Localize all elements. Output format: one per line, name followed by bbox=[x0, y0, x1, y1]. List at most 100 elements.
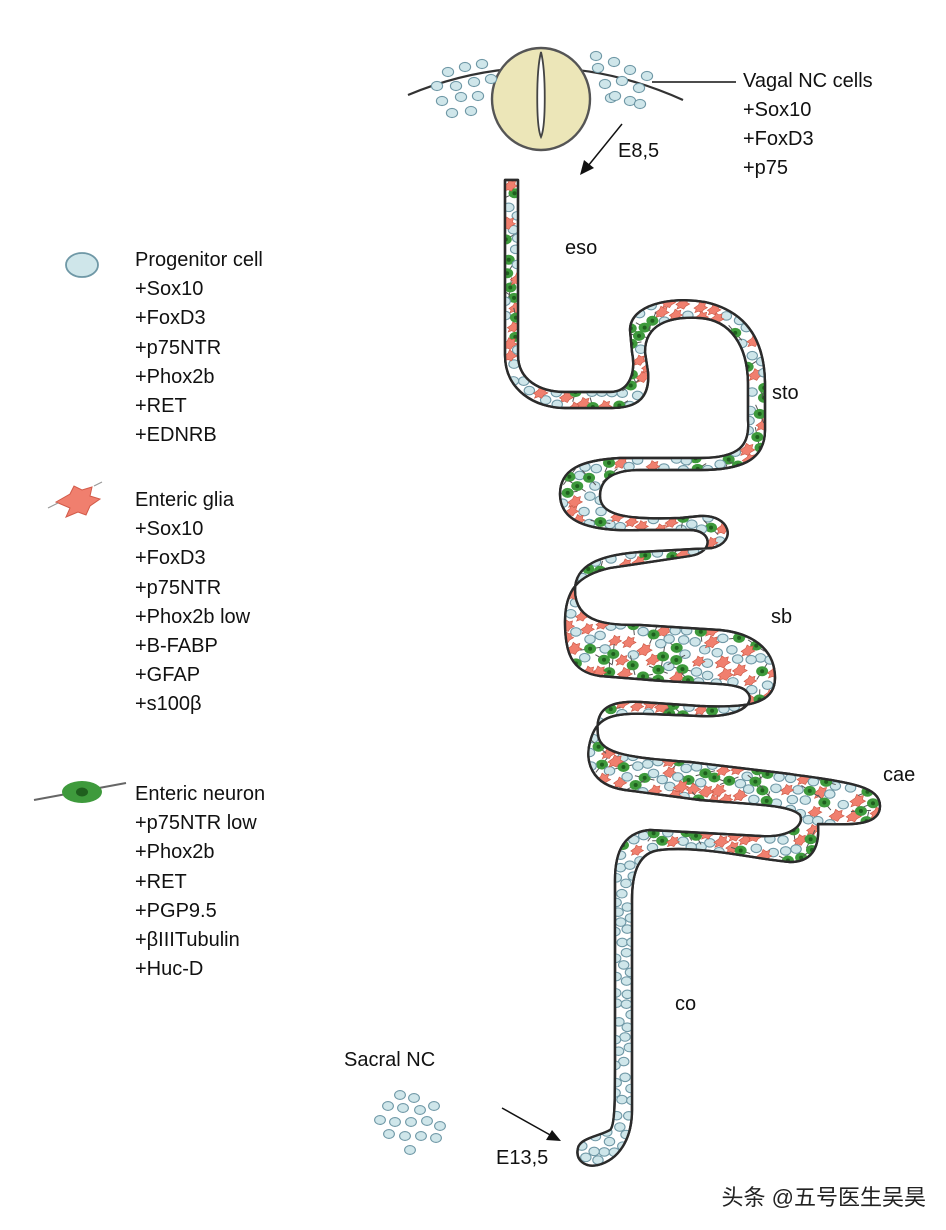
enteric-glia-cell bbox=[732, 788, 748, 802]
sacral-nc-cell bbox=[382, 1101, 394, 1111]
progenitor-cell bbox=[620, 999, 633, 1010]
sacral-nc-cell bbox=[374, 1115, 386, 1125]
glia-marker-list: +Sox10 +FoxD3 +p75NTR +Phox2b low +B-FAB… bbox=[135, 515, 250, 719]
progenitor-cell bbox=[824, 789, 836, 799]
progenitor-cell bbox=[603, 1136, 616, 1147]
progenitor-cell bbox=[598, 1147, 611, 1157]
vagal-nc-cell bbox=[591, 62, 605, 74]
neuron-marker-list: +p75NTR low +Phox2b +RET +PGP9.5 +βIIITu… bbox=[135, 809, 265, 984]
progenitor-marker: +FoxD3 bbox=[135, 307, 206, 330]
legend-progenitor-title: Progenitor cell bbox=[135, 249, 263, 271]
sacral-nc-cell bbox=[421, 1116, 433, 1126]
sacral-nc-cell bbox=[434, 1121, 446, 1131]
progenitor-cell bbox=[617, 960, 630, 970]
progenitor-cell bbox=[599, 644, 611, 654]
vagal-nc-cell bbox=[475, 58, 489, 70]
progenitor-cell bbox=[680, 763, 692, 774]
progenitor-cell bbox=[704, 837, 716, 848]
progenitor-cell bbox=[565, 608, 577, 619]
vagal-nc-cell bbox=[464, 105, 478, 117]
enteric-glia-cell bbox=[505, 216, 517, 230]
sacral-nc-cell bbox=[397, 1103, 409, 1113]
vagal-nc-cell bbox=[449, 80, 463, 92]
enteric-neuron-cell bbox=[657, 646, 670, 667]
progenitor-cell bbox=[610, 998, 623, 1008]
progenitor-marker-list: +Sox10 +FoxD3 +p75NTR +Phox2b +RET +EDNR… bbox=[135, 275, 263, 450]
enteric-glia-cell bbox=[780, 783, 795, 796]
progenitor-cell bbox=[663, 634, 675, 644]
enteric-neuron-cell bbox=[634, 772, 655, 783]
watermark-text: 头条 @五号医生吴昊 bbox=[721, 1185, 926, 1210]
sacral-nc-title: Sacral NC bbox=[344, 1049, 436, 1071]
enteric-neuron-cell bbox=[595, 756, 609, 773]
progenitor-cell bbox=[539, 395, 552, 405]
region-label-sb: sb bbox=[771, 606, 793, 628]
enteric-neuron-cell bbox=[505, 264, 514, 282]
vagal-marker: +Sox10 bbox=[743, 99, 812, 121]
progenitor-cell bbox=[610, 1077, 622, 1088]
progenitor-cell bbox=[619, 1032, 631, 1042]
progenitor-cell bbox=[746, 350, 758, 361]
progenitor-marker: +EDNRB bbox=[135, 424, 217, 447]
glia-marker: +p75NTR bbox=[135, 576, 222, 599]
progenitor-cell bbox=[620, 878, 632, 889]
enteric-neuron-cell bbox=[635, 322, 654, 333]
progenitor-cell bbox=[726, 644, 738, 655]
progenitor-cell bbox=[505, 202, 515, 213]
progenitor-cell bbox=[578, 652, 591, 663]
region-label-eso: eso bbox=[565, 237, 598, 259]
enteric-neuron-cell bbox=[703, 520, 719, 536]
progenitor-cell bbox=[790, 844, 802, 854]
progenitor-marker: +RET bbox=[135, 395, 187, 418]
enteric-neuron-cell bbox=[505, 277, 517, 298]
vagal-nc-cell bbox=[589, 50, 603, 62]
progenitor-cell-icon bbox=[65, 252, 99, 278]
enteric-glia-cell bbox=[621, 636, 637, 648]
progenitor-cell bbox=[619, 1072, 631, 1083]
enteric-neuron-cell bbox=[817, 794, 832, 811]
legend-neuron-title: Enteric neuron bbox=[135, 783, 266, 805]
progenitor-cell bbox=[655, 638, 667, 649]
vagal-stage-label: E8,5 bbox=[618, 140, 660, 162]
progenitor-cell bbox=[770, 783, 782, 794]
glia-marker: +Sox10 bbox=[135, 518, 204, 541]
enteric-glia-cell bbox=[740, 644, 756, 657]
vagal-marker: +p75 bbox=[743, 157, 789, 180]
enteric-glia-cell bbox=[608, 634, 623, 647]
progenitor-cell bbox=[570, 627, 582, 637]
progenitor-cell bbox=[595, 506, 607, 517]
progenitor-cell bbox=[761, 680, 774, 690]
progenitor-cell bbox=[746, 684, 758, 695]
enteric-glia-cell bbox=[849, 793, 867, 808]
enteric-neuron-cell bbox=[801, 784, 819, 797]
enteric-glia-cell bbox=[614, 654, 630, 666]
glia-marker: +GFAP bbox=[135, 664, 201, 687]
sacral-nc-cell bbox=[404, 1145, 416, 1155]
enteric-glia-cell bbox=[666, 835, 681, 848]
enteric-neuron-cell bbox=[646, 311, 659, 331]
sacral-nc-cell bbox=[383, 1129, 395, 1139]
progenitor-cell bbox=[686, 519, 698, 530]
enteric-neuron-cell bbox=[580, 643, 601, 654]
enteric-glia-cell bbox=[691, 655, 706, 667]
vagal-nc-title: Vagal NC cells bbox=[743, 70, 873, 92]
neuron-marker: +RET bbox=[135, 870, 187, 893]
progenitor-cell bbox=[624, 860, 636, 871]
enteric-glia-cell bbox=[731, 663, 748, 677]
progenitor-cell bbox=[632, 761, 644, 771]
enteric-neuron-cell bbox=[747, 774, 764, 789]
progenitor-cell bbox=[641, 759, 654, 769]
progenitor-cell bbox=[717, 633, 729, 644]
vagal-nc-cell bbox=[623, 64, 637, 76]
progenitor-cell bbox=[701, 658, 714, 669]
progenitor-cell bbox=[588, 1146, 600, 1157]
gut-tube bbox=[503, 178, 882, 1167]
legend-progenitor: Progenitor cell +Sox10 +FoxD3 +p75NTR +P… bbox=[135, 246, 263, 450]
progenitor-cell bbox=[689, 637, 701, 647]
neuron-marker: +PGP9.5 bbox=[135, 899, 217, 922]
enteric-neuron-cell bbox=[753, 404, 766, 424]
progenitor-cell bbox=[711, 647, 723, 658]
embryo-cross-section bbox=[407, 46, 736, 175]
neuron-marker: +p75NTR low bbox=[135, 812, 257, 835]
